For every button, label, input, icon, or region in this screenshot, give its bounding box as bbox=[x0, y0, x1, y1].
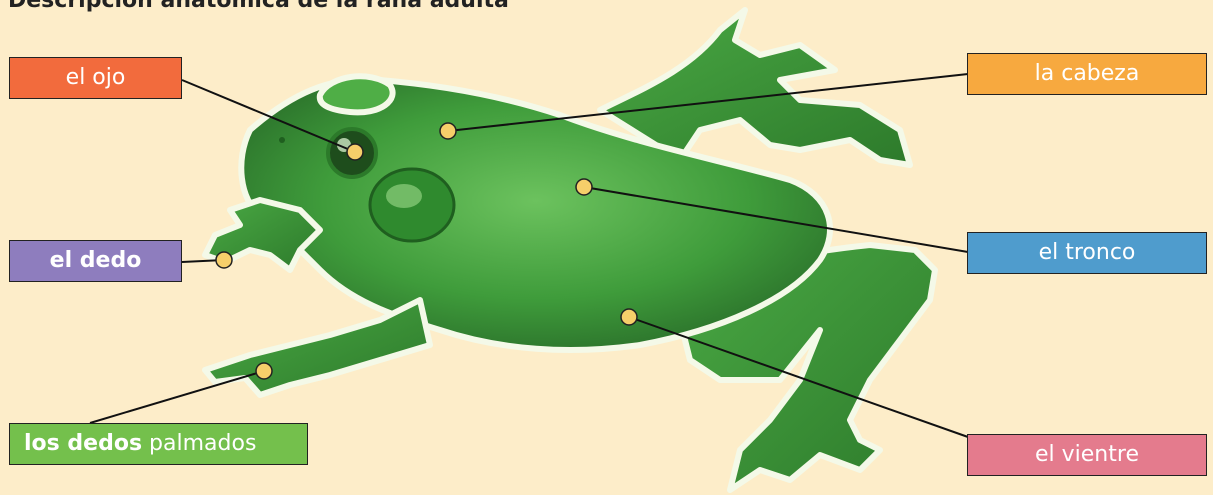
label-cabeza: la cabeza bbox=[967, 53, 1207, 95]
label-dedo: el dedo bbox=[9, 240, 182, 282]
label-ojo-text: el ojo bbox=[66, 65, 126, 90]
frog-front-arm-bottom bbox=[205, 300, 430, 395]
leader-line-dedos bbox=[90, 371, 264, 423]
label-dedos-bold: los dedos bbox=[24, 431, 142, 456]
label-tronco: el tronco bbox=[967, 232, 1207, 274]
label-dedo-text: el dedo bbox=[50, 248, 142, 273]
marker-tronco bbox=[576, 179, 592, 195]
frog-illustration bbox=[205, 10, 935, 490]
label-tronco-text: el tronco bbox=[1039, 240, 1136, 265]
marker-vientre bbox=[621, 309, 637, 325]
label-vientre: el vientre bbox=[967, 434, 1207, 476]
label-dedos-palmados: los dedos palmados bbox=[9, 423, 308, 465]
marker-dedo bbox=[216, 252, 232, 268]
label-dedos-rest: palmados bbox=[149, 431, 256, 456]
label-ojo: el ojo bbox=[9, 57, 182, 99]
frog-nostril bbox=[279, 137, 285, 143]
marker-ojo bbox=[347, 144, 363, 160]
marker-dedos bbox=[256, 363, 272, 379]
marker-cabeza bbox=[440, 123, 456, 139]
frog-head-bump bbox=[320, 76, 393, 112]
label-vientre-text: el vientre bbox=[1035, 442, 1139, 467]
label-cabeza-text: la cabeza bbox=[1035, 61, 1140, 86]
